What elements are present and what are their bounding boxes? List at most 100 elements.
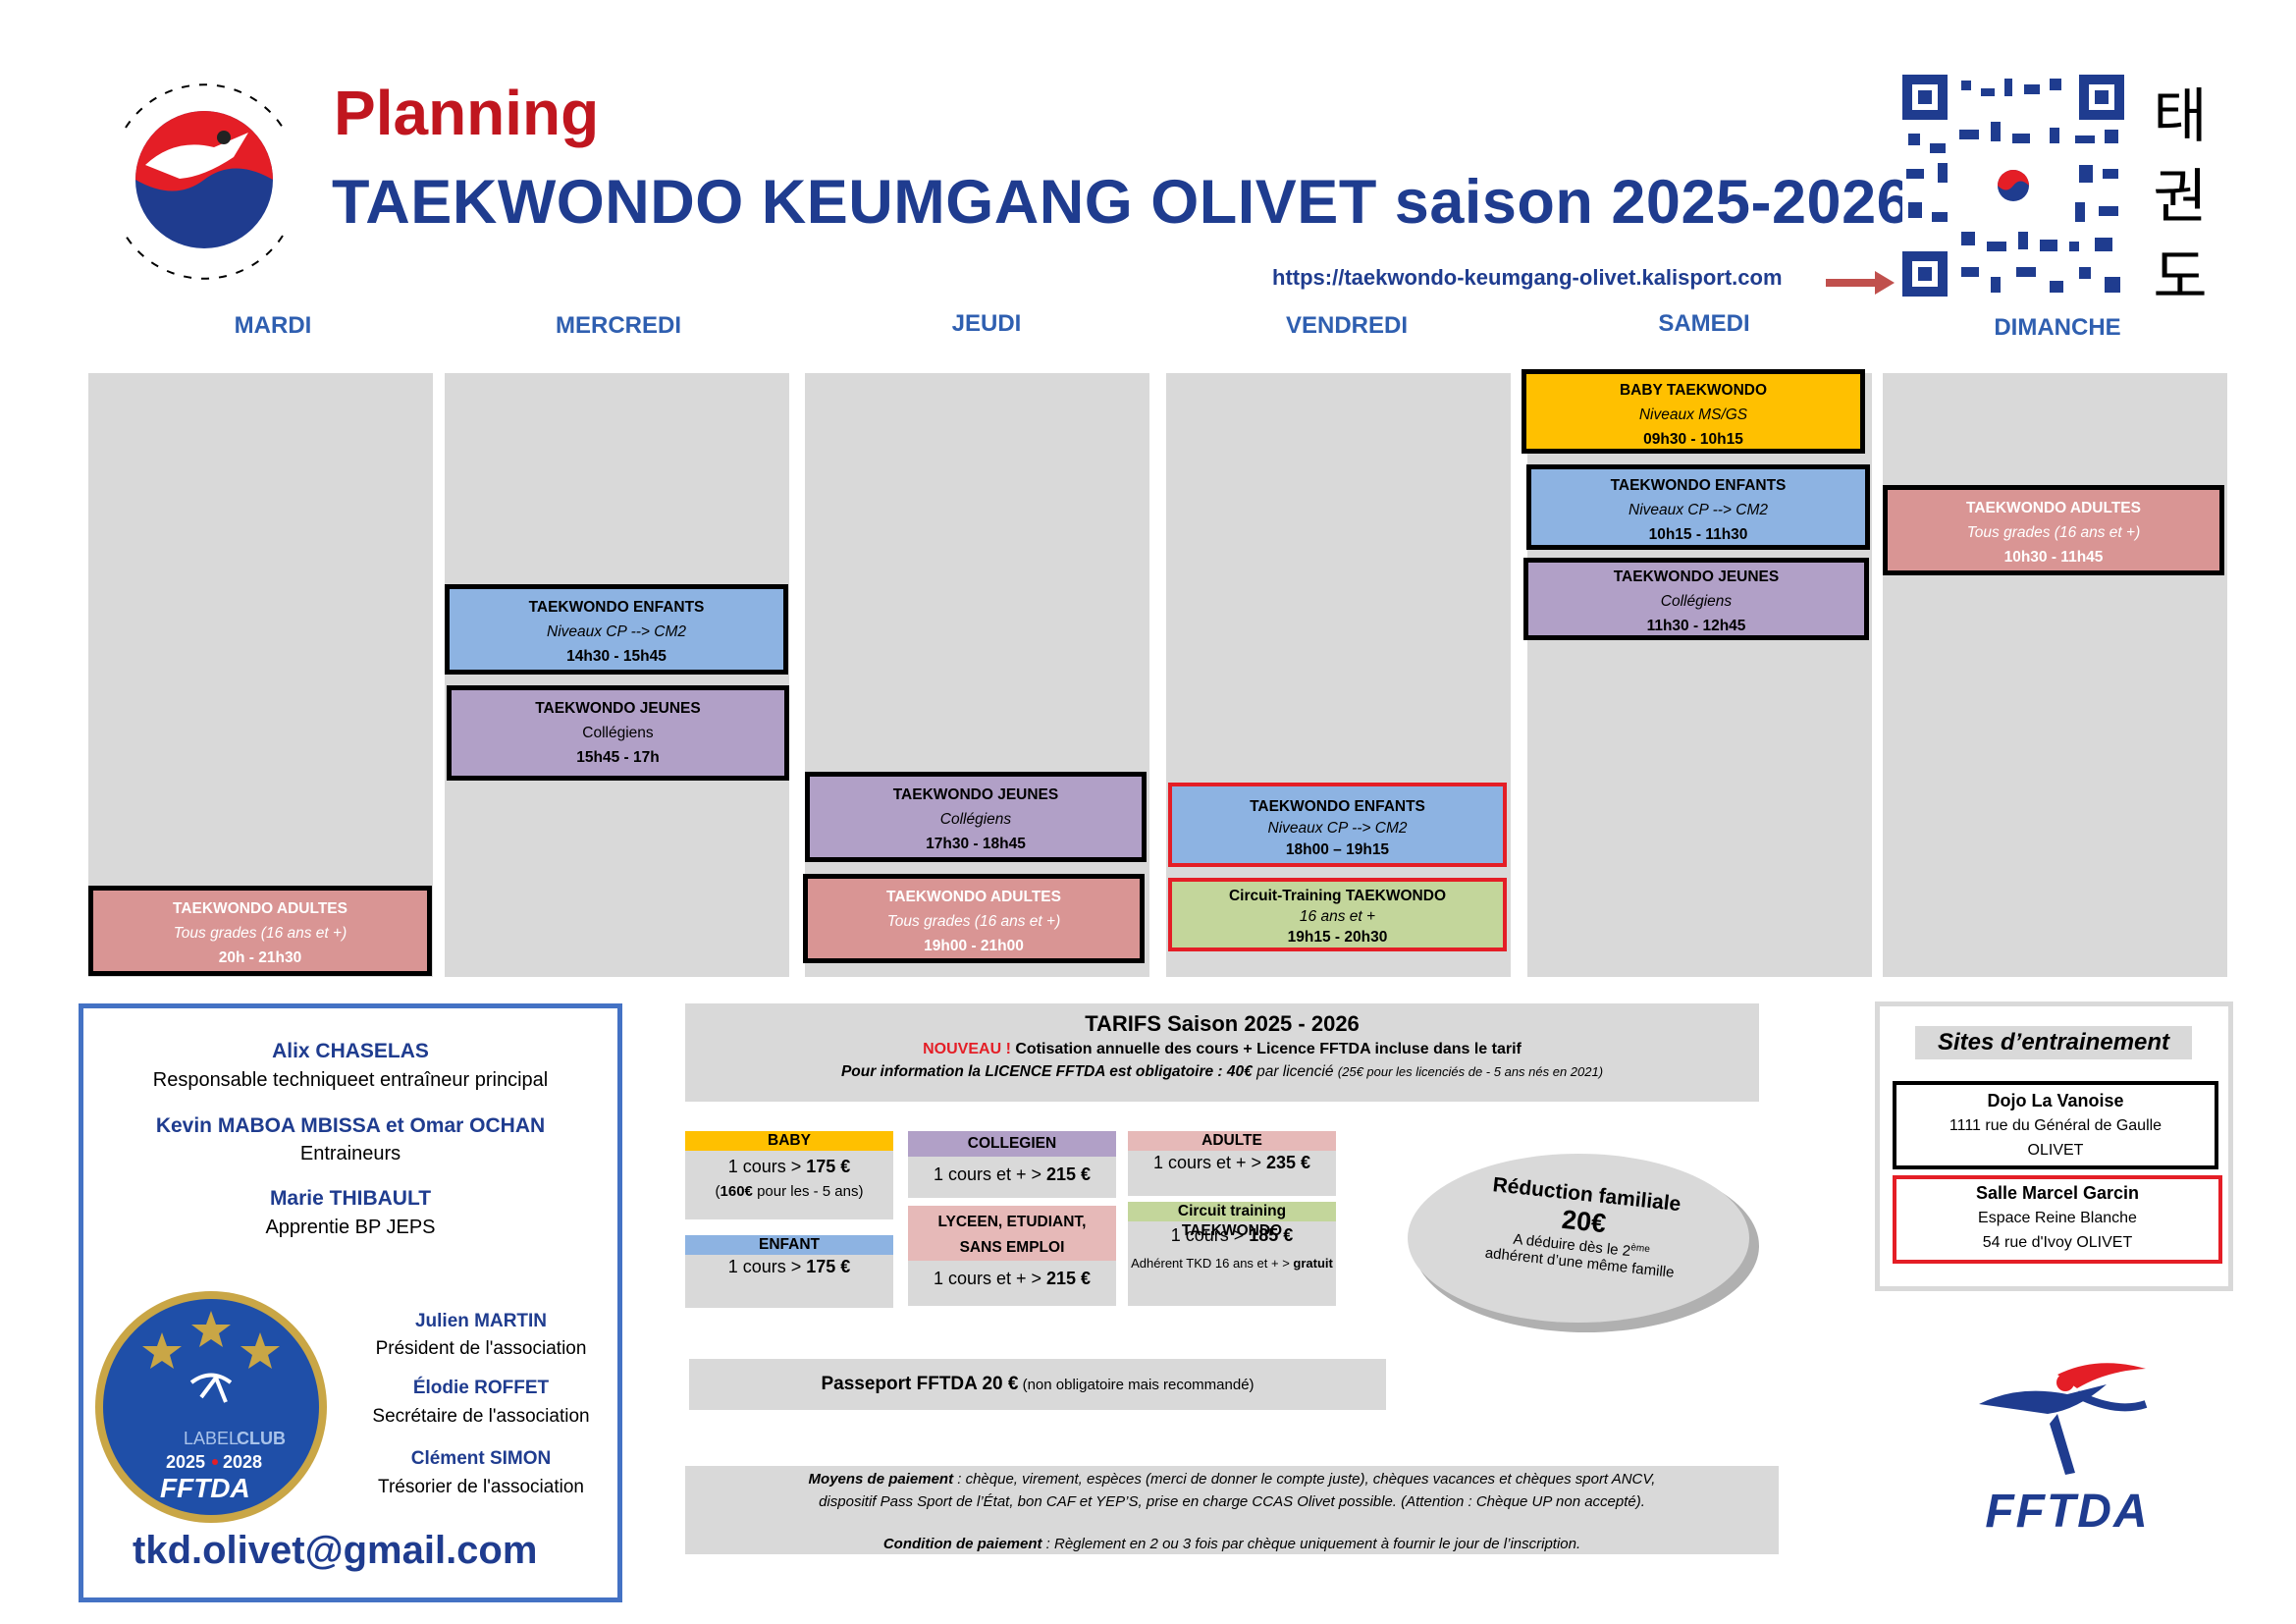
- page-title: TAEKWONDO KEUMGANG OLIVET saison 2025-20…: [332, 168, 1912, 237]
- day-jeudi: JEUDI: [951, 310, 1022, 337]
- tarif-circuit-label: 1 cours >: [1170, 1225, 1250, 1245]
- qr-code[interactable]: [1902, 75, 2124, 297]
- tarif-circuit-note-text: Adhérent TKD 16 ans et + >: [1131, 1256, 1294, 1271]
- tarif-lyceen-price: 215 €: [1046, 1269, 1092, 1288]
- tarif-collegien-label: 1 cours et + >: [933, 1164, 1047, 1184]
- tarif-enfant: ENFANT 1 cours > 175 €: [685, 1235, 893, 1308]
- column-vendredi: [1166, 373, 1511, 977]
- day-samedi: SAMEDI: [1658, 310, 1750, 337]
- passeport-main: Passeport FFTDA 20 €: [821, 1374, 1019, 1394]
- session-mercredi-enfants[interactable]: TAEKWONDO ENFANTS Niveaux CP --> CM2 14h…: [445, 584, 788, 675]
- planning-title: Planning: [334, 78, 600, 148]
- payment-label2: Condition de paiement: [882, 1536, 1042, 1552]
- tarif-baby-note-text: pour les - 5 ans): [752, 1183, 864, 1200]
- tarif-circuit-price: 185 €: [1249, 1225, 1294, 1245]
- tarif-baby: BABY 1 cours > 175 € (160€ pour les - 5 …: [685, 1131, 893, 1219]
- session-title: TAEKWONDO ADULTES: [886, 889, 1061, 905]
- badge-label-word: LABEL: [184, 1429, 239, 1448]
- session-jeudi-jeunes[interactable]: TAEKWONDO JEUNES Collégiens 17h30 - 18h4…: [805, 772, 1147, 862]
- session-subtitle: Collégiens: [582, 725, 654, 741]
- session-time: 15h45 - 17h: [576, 749, 660, 766]
- session-subtitle: Collégiens: [1660, 593, 1733, 610]
- arrow-right-icon: [1826, 271, 1895, 299]
- training-sites: Sites d’entrainement Dojo La Vanoise 111…: [1875, 1001, 2233, 1291]
- site2-address: Espace Reine Blanche: [1978, 1210, 2137, 1226]
- session-vendredi-circuit[interactable]: Circuit-Training TAEKWONDO 16 ans et + 1…: [1168, 878, 1507, 951]
- column-dimanche: [1883, 373, 2227, 977]
- staff-name-chaselas: Alix CHASELAS: [272, 1040, 429, 1062]
- session-samedi-baby[interactable]: BABY TAEKWONDO Niveaux MS/GS 09h30 - 10h…: [1522, 369, 1865, 454]
- badge-club-word: CLUB: [237, 1429, 286, 1448]
- tarif-lyceen: LYCEEN, ETUDIANT, SANS EMPLOI 1 cours et…: [908, 1206, 1116, 1306]
- day-dimanche: DIMANCHE: [1994, 314, 2121, 341]
- tarif-baby-header: BABY: [685, 1131, 893, 1151]
- session-vendredi-enfants[interactable]: TAEKWONDO ENFANTS Niveaux CP --> CM2 18h…: [1168, 783, 1507, 867]
- tarif-adulte-label: 1 cours et + >: [1152, 1153, 1267, 1172]
- tarif-collegien-value: 1 cours et + > 215 €: [908, 1164, 1116, 1185]
- licence-info-a: Pour information la LICENCE FFTDA est ob…: [840, 1063, 1253, 1080]
- session-time: 17h30 - 18h45: [926, 836, 1026, 852]
- session-title: TAEKWONDO ENFANTS: [1610, 477, 1787, 494]
- day-mardi: MARDI: [234, 312, 312, 339]
- session-subtitle: Niveaux CP --> CM2: [1267, 820, 1408, 837]
- club-website-link[interactable]: https://taekwondo-keumgang-olivet.kalisp…: [1272, 265, 1783, 290]
- site-dojo-vanoise: Dojo La Vanoise 1111 rue du Général de G…: [1893, 1081, 2218, 1169]
- badge-year-end: 2028: [223, 1452, 262, 1472]
- session-subtitle: Niveaux MS/GS: [1638, 406, 1748, 423]
- tarifs-info-line: NOUVEAU ! Cotisation annuelle des cours …: [685, 1041, 1759, 1058]
- tarif-lyceen-header: LYCEEN, ETUDIANT, SANS EMPLOI: [908, 1206, 1116, 1261]
- club-logo: [86, 69, 322, 295]
- session-title: TAEKWONDO ENFANTS: [1250, 798, 1425, 815]
- tarif-enfant-header: ENFANT: [685, 1235, 893, 1255]
- tarif-lyceen-label: 1 cours et + >: [933, 1269, 1047, 1288]
- payment-line1: Moyens de paiement : chèque, virement, e…: [685, 1468, 1779, 1490]
- session-jeudi-adultes[interactable]: TAEKWONDO ADULTES Tous grades (16 ans et…: [803, 874, 1145, 963]
- site1-address: 1111 rue du Général de Gaulle: [1949, 1117, 2163, 1134]
- tarif-lyceen-header-line1: LYCEEN, ETUDIANT,: [937, 1214, 1087, 1230]
- session-title: TAEKWONDO JEUNES: [535, 700, 701, 717]
- session-subtitle: Tous grades (16 ans et +): [173, 925, 347, 942]
- staff-name-coaches: Kevin MABOA MBISSA et Omar OCHAN: [155, 1114, 546, 1137]
- tarif-lyceen-value: 1 cours et + > 215 €: [908, 1269, 1116, 1289]
- session-mardi-adultes[interactable]: TAEKWONDO ADULTES Tous grades (16 ans et…: [88, 886, 432, 976]
- session-subtitle: Niveaux CP --> CM2: [1629, 502, 1768, 518]
- contact-email[interactable]: tkd.olivet@gmail.com: [133, 1529, 538, 1572]
- tarif-enfant-label: 1 cours >: [727, 1257, 807, 1276]
- site-salle-garcin: Salle Marcel Garcin Espace Reine Blanche…: [1893, 1175, 2222, 1264]
- nouveau-badge: NOUVEAU !: [923, 1041, 1011, 1057]
- tarif-circuit: Circuit training TAEKWONDO 1 cours > 185…: [1128, 1202, 1336, 1306]
- session-samedi-enfants[interactable]: TAEKWONDO ENFANTS Niveaux CP --> CM2 10h…: [1526, 464, 1870, 550]
- session-time: 19h00 - 21h00: [924, 938, 1024, 954]
- session-samedi-jeunes[interactable]: TAEKWONDO JEUNES Collégiens 11h30 - 12h4…: [1523, 558, 1869, 640]
- session-time: 10h30 - 11h45: [2003, 549, 2104, 566]
- session-time: 20h - 21h30: [218, 949, 302, 966]
- payment-line2: dispositif Pass Sport de l’État, bon CAF…: [819, 1493, 1645, 1510]
- session-title: TAEKWONDO JEUNES: [892, 786, 1059, 803]
- session-title: TAEKWONDO JEUNES: [1613, 568, 1780, 585]
- passeport-info: Passeport FFTDA 20 € (non obligatoire ma…: [689, 1359, 1386, 1410]
- site1-city: OLIVET: [2027, 1142, 2084, 1159]
- tarif-baby-note-price: 160€: [720, 1183, 753, 1200]
- session-title: Circuit-Training TAEKWONDO: [1228, 888, 1446, 904]
- staff-name-martin: Julien MARTIN: [414, 1311, 548, 1331]
- staff-panel: Alix CHASELAS Responsable techniqueet en…: [79, 1003, 622, 1602]
- tarif-baby-value: 1 cours > 175 €: [685, 1157, 893, 1177]
- session-title: TAEKWONDO ADULTES: [1966, 500, 2141, 516]
- licence-info-line: Pour information la LICENCE FFTDA est ob…: [685, 1063, 1759, 1081]
- hangul-do: 도: [2153, 244, 2208, 312]
- session-mercredi-jeunes[interactable]: TAEKWONDO JEUNES Collégiens 15h45 - 17h: [447, 685, 789, 781]
- tarifs-title: TARIFS Saison 2025 - 2026: [1085, 1011, 1360, 1036]
- site1-name: Dojo La Vanoise: [1987, 1091, 2124, 1110]
- passeport-note: (non obligatoire mais recommandé): [1018, 1377, 1255, 1393]
- tarif-enfant-price: 175 €: [806, 1257, 851, 1276]
- session-time: 14h30 - 15h45: [566, 648, 667, 665]
- session-time: 11h30 - 12h45: [1646, 618, 1746, 634]
- session-subtitle: Tous grades (16 ans et +): [886, 913, 1061, 930]
- tarif-circuit-value: 1 cours > 185 €: [1128, 1225, 1336, 1246]
- day-mercredi: MERCREDI: [555, 312, 681, 339]
- tarif-adulte-header: ADULTE: [1128, 1131, 1336, 1151]
- badge-org: FFTDA: [160, 1473, 250, 1503]
- tarif-adulte-price: 235 €: [1266, 1153, 1311, 1172]
- site2-city: 54 rue d'Ivoy OLIVET: [1982, 1234, 2133, 1251]
- session-dimanche-adultes[interactable]: TAEKWONDO ADULTES Tous grades (16 ans et…: [1883, 485, 2224, 575]
